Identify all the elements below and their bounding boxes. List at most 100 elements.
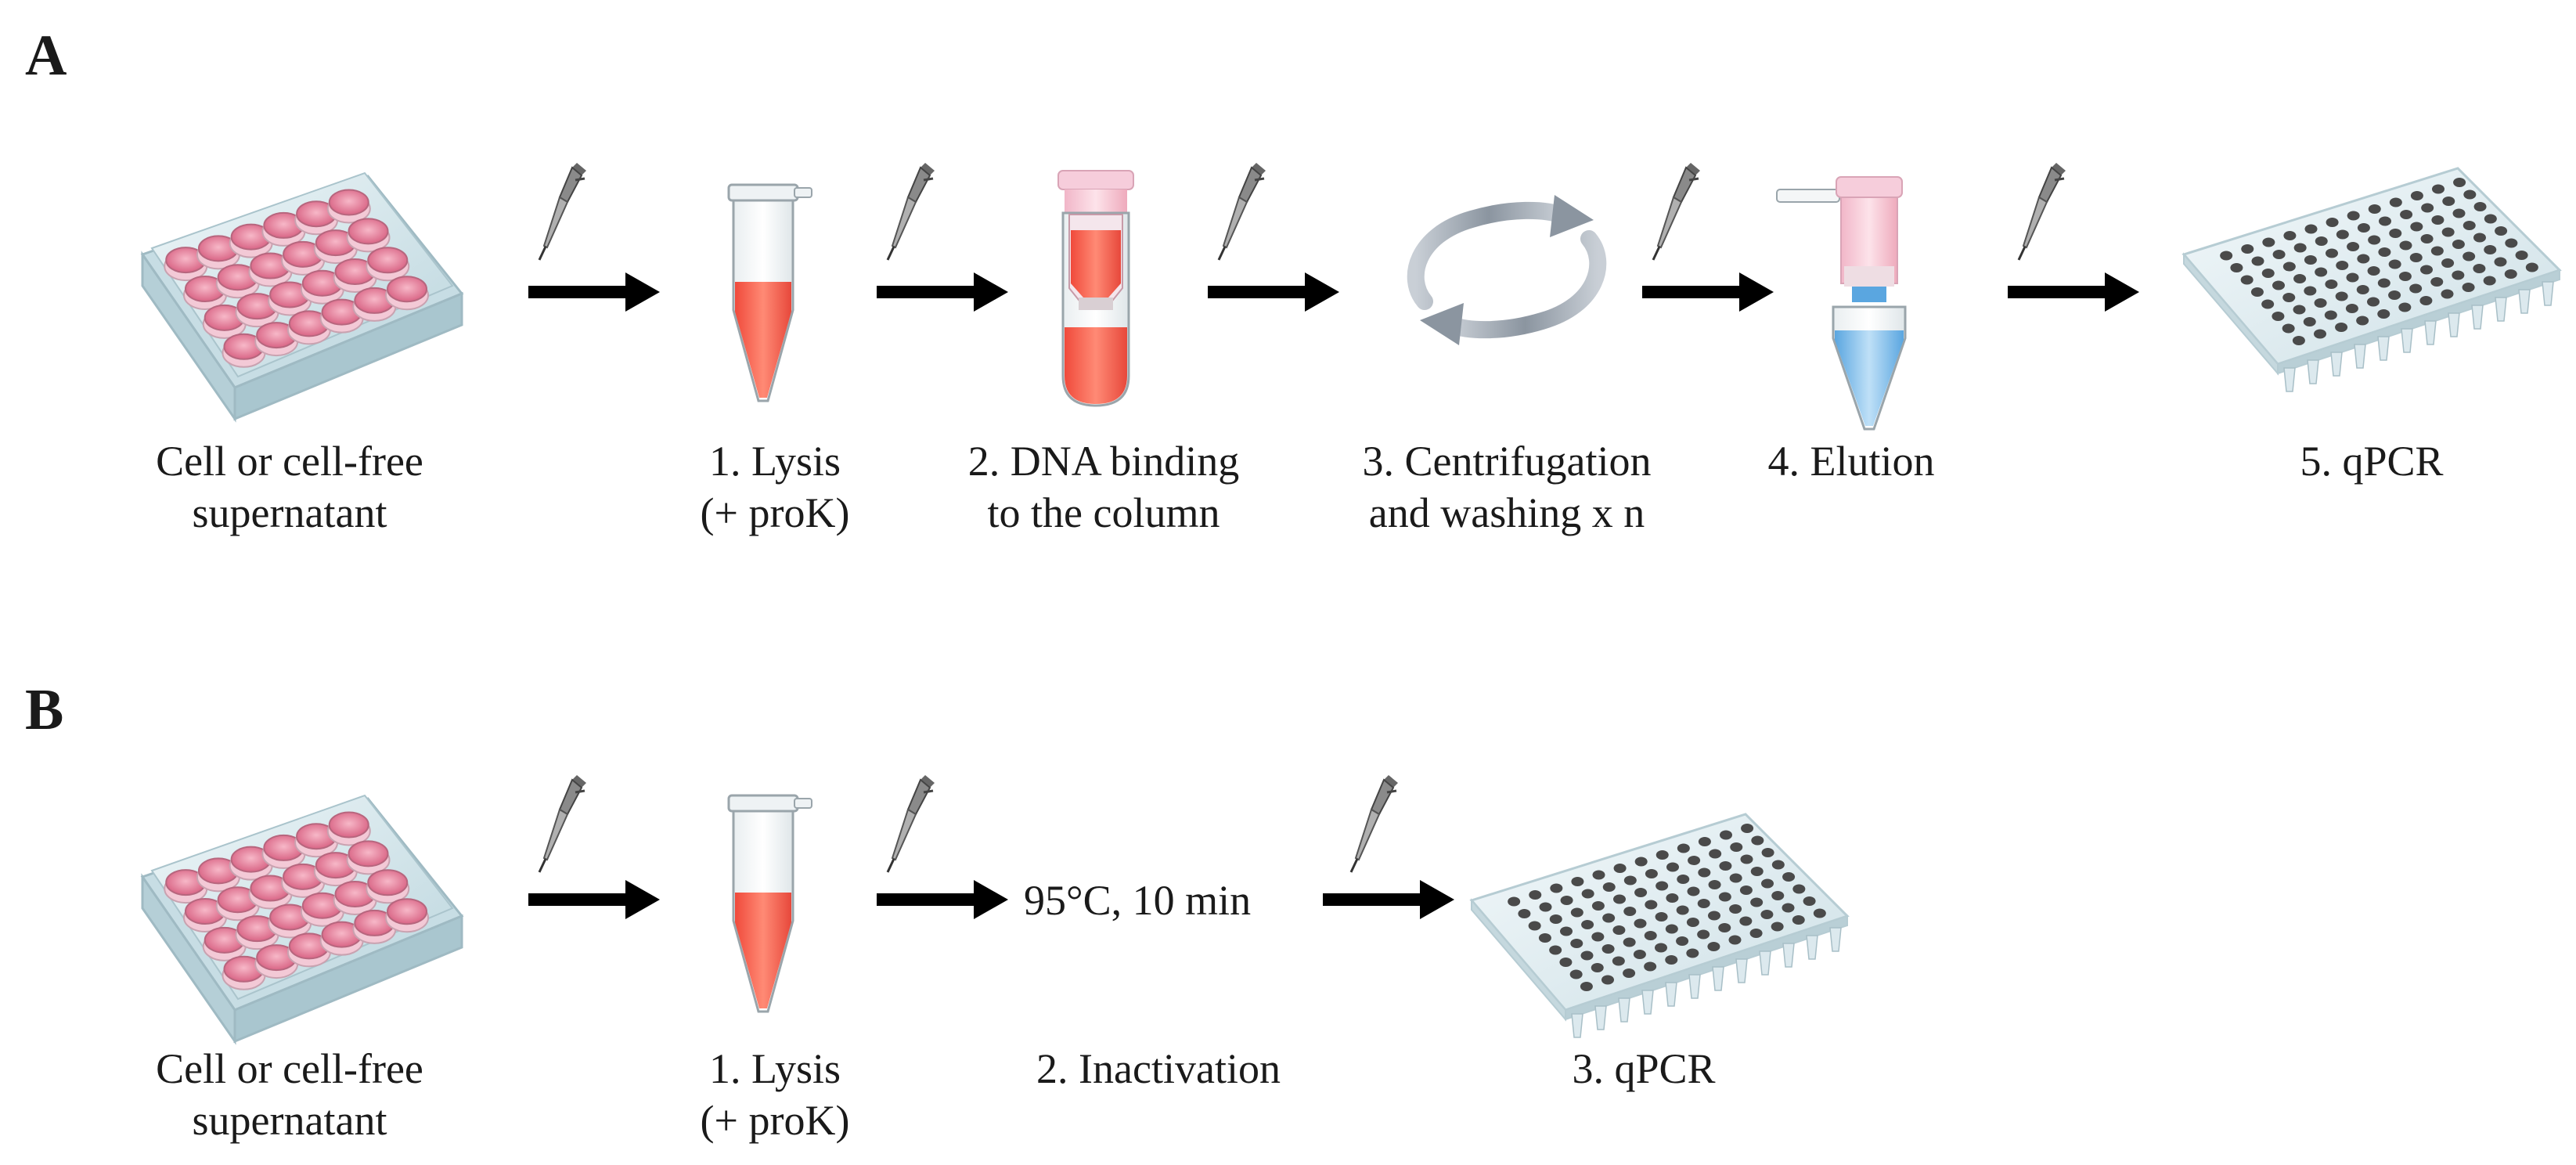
qpcr-well: [1601, 975, 1614, 985]
qpcr-well: [1686, 948, 1699, 958]
culture-well: [387, 276, 428, 303]
qpcr-well: [1560, 896, 1573, 905]
label-line: (+ proK): [700, 489, 850, 536]
qpcr-well: [1677, 875, 1690, 884]
qpcr-well: [1591, 932, 1605, 942]
qpcr-well: [2272, 250, 2286, 259]
qpcr-well: [1581, 889, 1594, 899]
qpcr-well: [2250, 287, 2264, 297]
qpcr-tube-tip: [1806, 935, 1818, 960]
pipette-icon: [538, 775, 588, 874]
elution-tube-icon: [1775, 175, 1907, 431]
qpcr-well: [2272, 280, 2285, 290]
qpcr-well: [1687, 886, 1700, 896]
qpcr-well: [1803, 896, 1816, 906]
qpcr-well: [2515, 251, 2528, 260]
qpcr-well: [2398, 302, 2412, 312]
culture-well: [328, 189, 369, 216]
qpcr-well: [1655, 881, 1669, 891]
qpcr-well: [1761, 848, 1774, 857]
qpcr-well: [2452, 208, 2466, 218]
qpcr-well: [2377, 278, 2390, 288]
qpcr-well: [1634, 857, 1648, 867]
qpcr-well: [1698, 867, 1711, 878]
qpcr-well: [2430, 246, 2444, 256]
qpcr-well: [2525, 262, 2538, 272]
qpcr-well: [1720, 830, 1732, 840]
spin-column-icon: [1057, 169, 1135, 407]
qpcr-tube-tip: [1688, 974, 1701, 999]
qpcr-tube-tip: [1829, 927, 1842, 952]
label-line: supernatant: [192, 1097, 387, 1144]
qpcr-well: [2314, 298, 2327, 308]
qpcr-well: [1570, 939, 1583, 948]
qpcr-well: [1602, 882, 1616, 892]
qpcr-well: [1698, 837, 1711, 846]
qpcr-well: [2326, 218, 2339, 227]
qpcr-well: [1592, 870, 1605, 880]
qpcr-tube-tip: [2377, 336, 2390, 361]
qpcr-well: [2484, 214, 2497, 224]
qpcr-well: [2293, 305, 2306, 315]
qpcr-tube-tip: [1782, 943, 1795, 968]
qpcr-well: [2356, 316, 2369, 326]
qpcr-well: [2347, 211, 2360, 221]
qpcr-well: [1645, 869, 1658, 878]
qpcr-well: [1602, 913, 1616, 923]
qpcr-well: [1677, 843, 1690, 853]
step-label-inactivation: 2. Inactivation: [994, 1043, 1323, 1095]
qpcr-tube-tip: [2542, 281, 2554, 306]
pipette-icon: [538, 163, 588, 261]
qpcr-well: [1518, 909, 1531, 918]
qpcr-well: [2346, 272, 2359, 283]
qpcr-well: [1749, 929, 1763, 938]
qpcr-well: [1782, 872, 1796, 882]
culture-well: [367, 247, 409, 274]
qpcr-well: [1559, 958, 1573, 967]
label-line: 2. Inactivation: [1036, 1045, 1281, 1092]
qpcr-well: [1750, 897, 1764, 907]
qpcr-well: [2324, 310, 2337, 320]
culture-well: [387, 898, 428, 925]
qpcr-well: [2261, 269, 2275, 278]
qpcr-well: [1666, 862, 1679, 872]
qpcr-well: [1771, 922, 1784, 932]
qpcr-well: [2400, 210, 2413, 219]
step-label-qpcr: 5. qPCR: [2254, 435, 2489, 487]
qpcr-tube-tip: [1594, 1005, 1607, 1030]
qpcr-well: [2220, 251, 2233, 261]
qpcr-well: [2441, 289, 2454, 299]
qpcr-well: [2377, 309, 2390, 319]
qpcr-well: [2241, 244, 2254, 254]
qpcr-well: [2463, 221, 2476, 230]
qpcr-plate-icon: [1470, 813, 1849, 1038]
qpcr-well: [1739, 885, 1753, 895]
qpcr-well: [2398, 272, 2412, 281]
qpcr-well: [1686, 918, 1699, 927]
qpcr-well: [1676, 905, 1689, 915]
qpcr-tube-tip: [2401, 328, 2413, 353]
qpcr-well: [2463, 189, 2477, 200]
label-line: to the column: [987, 489, 1220, 536]
qpcr-well: [2505, 238, 2518, 248]
qpcr-well: [1569, 969, 1583, 979]
qpcr-tube-tip: [1641, 990, 1654, 1015]
qpcr-well: [2473, 233, 2486, 243]
qpcr-well: [2230, 263, 2243, 272]
qpcr-plate-icon: [2182, 167, 2561, 392]
qpcr-well: [2409, 253, 2423, 262]
culture-well: [328, 811, 369, 839]
qpcr-well: [1549, 945, 1562, 955]
qpcr-well: [1571, 877, 1584, 886]
qpcr-well: [1529, 890, 1542, 900]
qpcr-tube-tip: [2448, 312, 2460, 337]
label-line: 1. Lysis: [708, 438, 841, 485]
qpcr-well: [2262, 237, 2275, 247]
qpcr-well: [1760, 910, 1774, 919]
cell-culture-plate-icon: [141, 171, 463, 420]
qpcr-well: [2420, 265, 2433, 275]
qpcr-well: [1740, 854, 1753, 864]
qpcr-well: [1751, 835, 1764, 846]
right-arrow-icon: [1208, 272, 1339, 312]
right-arrow-icon: [877, 880, 1008, 919]
